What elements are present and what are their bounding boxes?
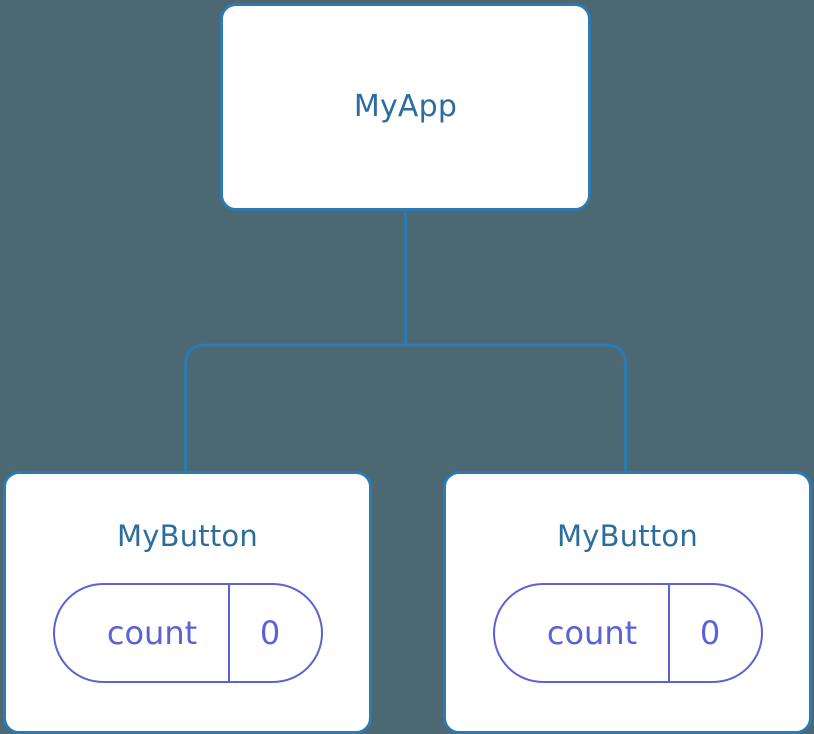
state-pill-2-value-cell: 0 [670,585,761,681]
node-mybutton-2[interactable]: MyButton count 0 [443,471,812,734]
node-myapp[interactable]: MyApp [220,3,591,211]
state-pill-1-value: 0 [259,614,281,652]
state-pill-2-value: 0 [699,614,721,652]
node-mybutton-1[interactable]: MyButton count 0 [3,471,372,734]
state-pill-1-key-cell: count [55,585,230,681]
state-pill-1-value-cell: 0 [230,585,321,681]
node-myapp-label: MyApp [353,89,458,124]
node-mybutton-1-label: MyButton [117,519,258,553]
state-pill-2-key-cell: count [495,585,670,681]
state-pill-1-key: count [106,614,198,652]
node-mybutton-2-label: MyButton [557,519,698,553]
state-pill-2-key: count [546,614,638,652]
state-pill-2[interactable]: count 0 [492,583,763,683]
state-pill-1[interactable]: count 0 [52,583,323,683]
connector-branch-bar [184,343,627,474]
